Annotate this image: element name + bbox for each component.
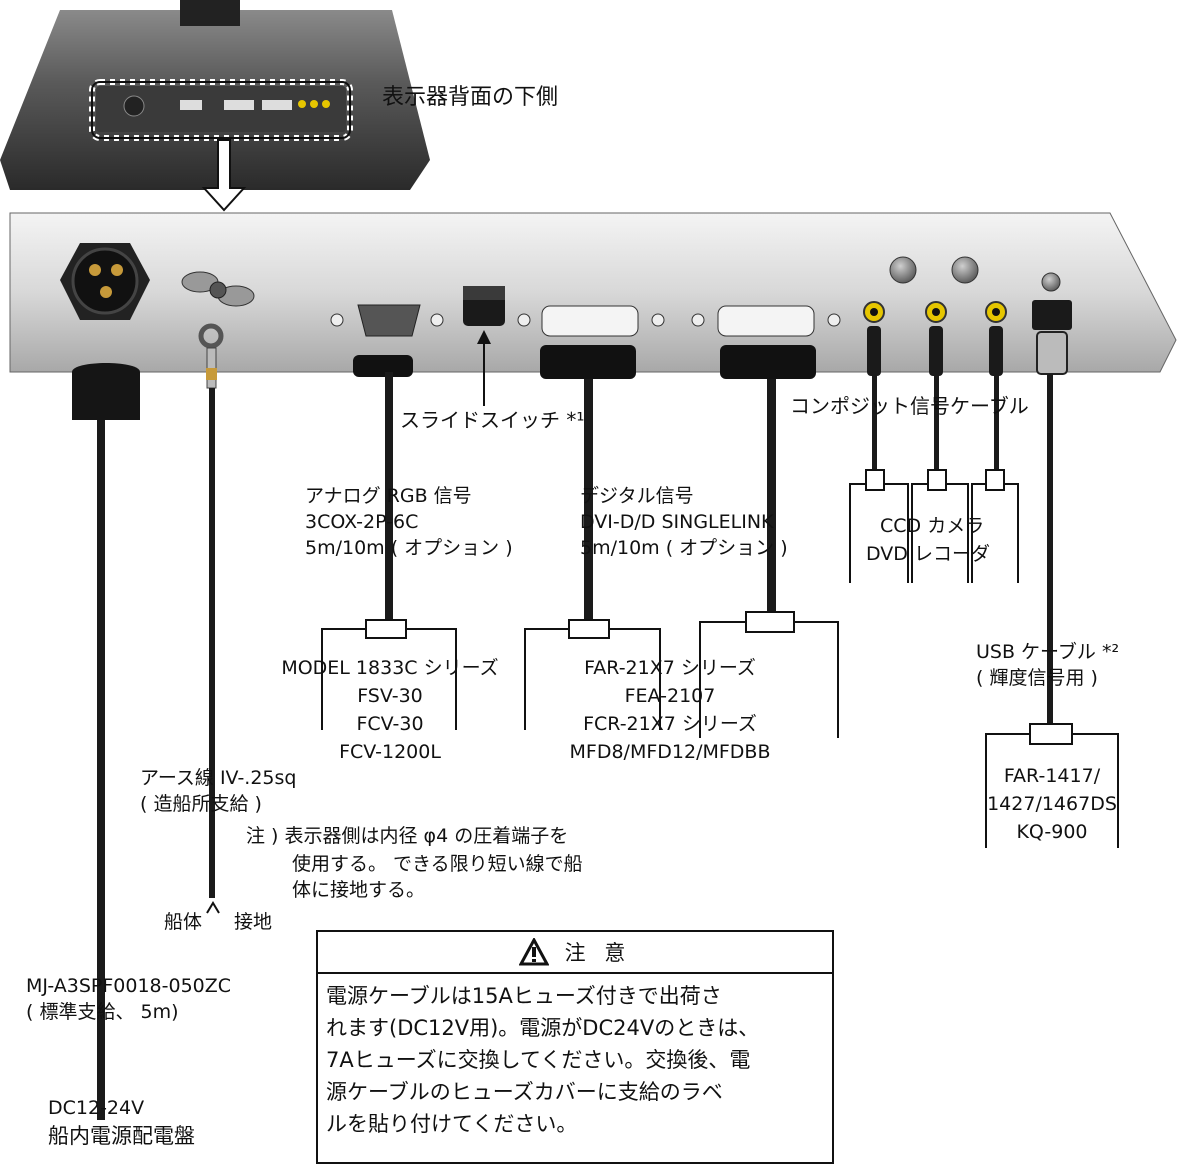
power-connector xyxy=(60,243,150,1120)
usb-device-box xyxy=(985,723,1119,848)
rear-view-label: 表示器背面の下側 xyxy=(382,85,559,110)
analog-device-3: FCV-30 xyxy=(356,713,424,735)
dvi-port-2 xyxy=(691,305,841,614)
earth-cable-label-1: アース線 IV-.25sq xyxy=(140,767,297,789)
caution-box: 注 意 電源ケーブルは15Aヒューズ付きで出荷さ れます(DC12V用)。電源が… xyxy=(316,930,834,1164)
composite-cable-label: コンポジット信号ケーブル xyxy=(790,394,1029,418)
warning-icon xyxy=(518,938,549,966)
dvi-port-1 xyxy=(517,305,665,624)
usb-port xyxy=(1032,300,1072,724)
power-cable-label-2: ( 標準支給、 5m) xyxy=(26,1001,179,1023)
ground-label: 接地 xyxy=(234,911,273,933)
hull-ground-mark xyxy=(206,901,220,914)
digital-device-3: FCR-21X7 シリーズ xyxy=(583,713,757,735)
digital-device-2: FEA-2107 xyxy=(624,685,716,707)
digital-device-box-2 xyxy=(699,611,839,738)
power-cable-label-1: MJ-A3SPF0018-050ZC xyxy=(26,975,232,997)
analog-cable-label-3: 5m/10m ( オプション ) xyxy=(305,537,513,559)
earth-terminal xyxy=(181,271,255,898)
power-source-label-1: DC12-24V xyxy=(48,1097,145,1119)
caution-title: 注 意 xyxy=(564,941,632,965)
digital-cable-label-1: デジタル信号 xyxy=(580,485,694,507)
usb-device-2: 1427/1467DS xyxy=(987,793,1117,815)
usb-cable-label-2: ( 輝度信号用 ) xyxy=(976,667,1098,689)
analog-device-1: MODEL 1833C シリーズ xyxy=(281,657,499,679)
rear-panel xyxy=(9,212,1177,373)
note-line-2: 使用する。 できる限り短い線で船 xyxy=(292,853,583,875)
analog-device-4: FCV-1200L xyxy=(339,741,441,763)
composite-ports xyxy=(863,301,1007,476)
control-knobs xyxy=(889,256,1061,292)
display-rear-photo xyxy=(0,0,430,212)
composite-device-2: DVD レコーダ xyxy=(866,543,990,565)
digital-cable-label-3: 5m/10m ( オプション ) xyxy=(580,537,788,559)
earth-cable-label-2: ( 造船所支給 ) xyxy=(140,793,262,815)
digital-cable-label-2: DVI-D/D SINGLELINK xyxy=(580,511,774,533)
analog-device-2: FSV-30 xyxy=(357,685,423,707)
note-line-3: 体に接地する。 xyxy=(292,879,426,901)
composite-device-1: CCD カメラ xyxy=(880,515,985,537)
power-source-label-2: 船内電源配電盤 xyxy=(48,1124,195,1148)
caution-body: 電源ケーブルは15Aヒューズ付きで出荷さ れます(DC12V用)。電源がDC24… xyxy=(326,984,760,1136)
slide-switch-label: スライドスイッチ *¹ xyxy=(400,408,585,432)
composite-device-boxes xyxy=(849,469,1019,583)
analog-cable-label-2: 3COX-2P-6C xyxy=(305,511,419,533)
digital-device-4: MFD8/MFD12/MFDBB xyxy=(569,741,771,763)
analog-cable-label-1: アナログ RGB 信号 xyxy=(305,485,472,507)
digital-device-1: FAR-21X7 シリーズ xyxy=(584,657,756,679)
usb-cable-label-1: USB ケーブル *² xyxy=(976,641,1120,663)
digital-device-box-1 xyxy=(524,619,661,730)
caution-header: 注 意 xyxy=(318,932,832,974)
hull-label: 船体 xyxy=(164,911,203,933)
analog-device-box xyxy=(321,619,457,730)
usb-device-3: KQ-900 xyxy=(1016,821,1088,843)
vga-port xyxy=(330,304,444,622)
slide-switch xyxy=(463,286,505,406)
usb-device-1: FAR-1417/ xyxy=(1003,765,1101,787)
note-line-1: 注 ) 表示器側は内径 φ4 の圧着端子を xyxy=(246,825,569,847)
